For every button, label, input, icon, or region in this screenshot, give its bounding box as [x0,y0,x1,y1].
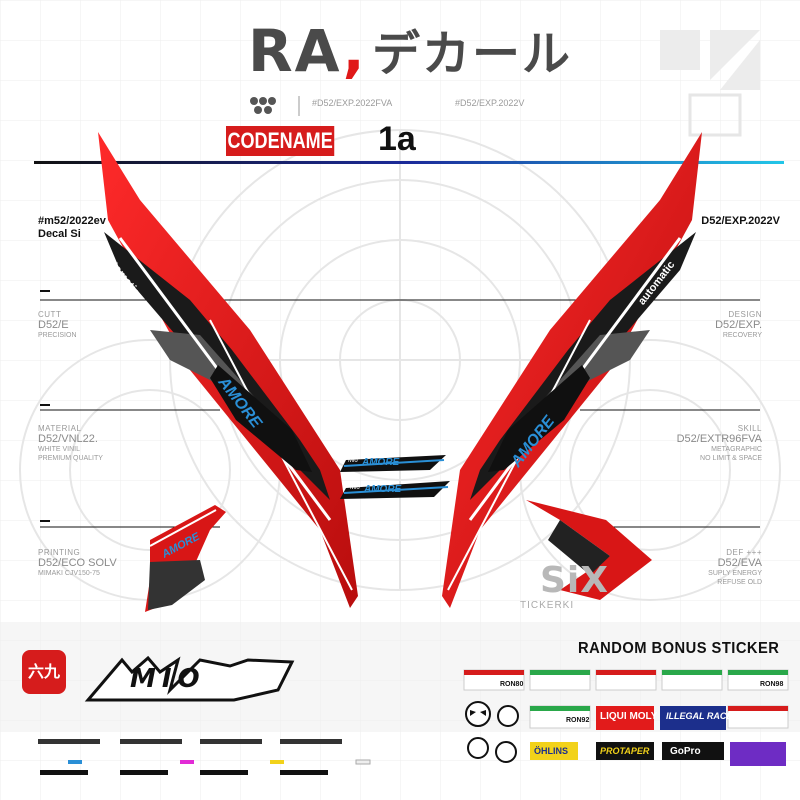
sticker-ron80: RON80 [500,681,524,688]
header-rule [34,161,784,164]
spec-right-1: DESIGN D52/EXP. RECOVERY [715,310,762,339]
japanese-title: デカール [372,26,573,82]
codename-label: CODENAME [226,126,335,156]
amore-badge-1 [340,455,446,472]
ref-right: D52/EXP.2022V [701,215,780,227]
mio-logo [84,655,295,702]
model-badge-2: AMORE [364,484,402,495]
brand-logo: RA, [248,17,367,85]
codename-value: 1a [378,120,416,158]
ref-left: #m52/2022ev Decal Si [38,215,106,240]
spec-dash [40,404,50,406]
sticker-protaper: PROTAPER [600,746,650,756]
sticker-ron92: RON92 [566,717,590,724]
watermark-sub: TICKERKI [520,600,575,611]
watermark-main: SiX [540,560,610,601]
spec-right-3: DEF +++ D52/EVA SUPLY ENERGY REFUSE OLD [708,548,762,586]
spec-dash [40,520,50,522]
brand-seal-text: 六九 [27,662,60,681]
model-prefix-1: Mio [348,458,358,464]
model-prefix-2: Mio [350,485,360,491]
sticker-gopro: GoPro [670,746,701,757]
brand-seal [22,650,66,694]
spec-left-3: PRINTING D52/ECO SOLV MIMAKI CJV150-75 [38,548,117,577]
header-code-a: #D52/EXP.2022FVA [312,98,393,108]
mio-logo-text: MIO [130,664,206,694]
left-lower-decal [145,505,226,612]
spec-dash [40,290,50,292]
bonus-title: RANDOM BONUS STICKER [578,640,780,657]
spec-left-1: CUTT D52/E PRECISION [38,310,77,339]
right-lower-decal [526,500,652,600]
bonus-sticker-blocks [463,669,789,766]
sticker-ron98: RON98 [760,681,784,688]
header-code-b: #D52/EXP.2022V [455,98,525,108]
amore-badge-2 [340,481,450,499]
sticker-liqui-moly: LIQUI MOLY [600,711,658,722]
bottom-spec-strips [38,739,371,775]
skull-stickers [465,701,519,763]
spec-right-2: SKILL D52/EXTR96FVA METAGRAPHIC NO LIMIT… [676,424,762,462]
sticker-ohlins: ÖHLINS [534,746,569,756]
model-badge-1: AMORE [362,457,400,468]
spec-left-2: MATERIAL D52/VNL22. WHITE VINIL PREMIUM … [38,424,103,462]
sticker-illegal-race: ILLEGAL RACE [666,711,733,721]
